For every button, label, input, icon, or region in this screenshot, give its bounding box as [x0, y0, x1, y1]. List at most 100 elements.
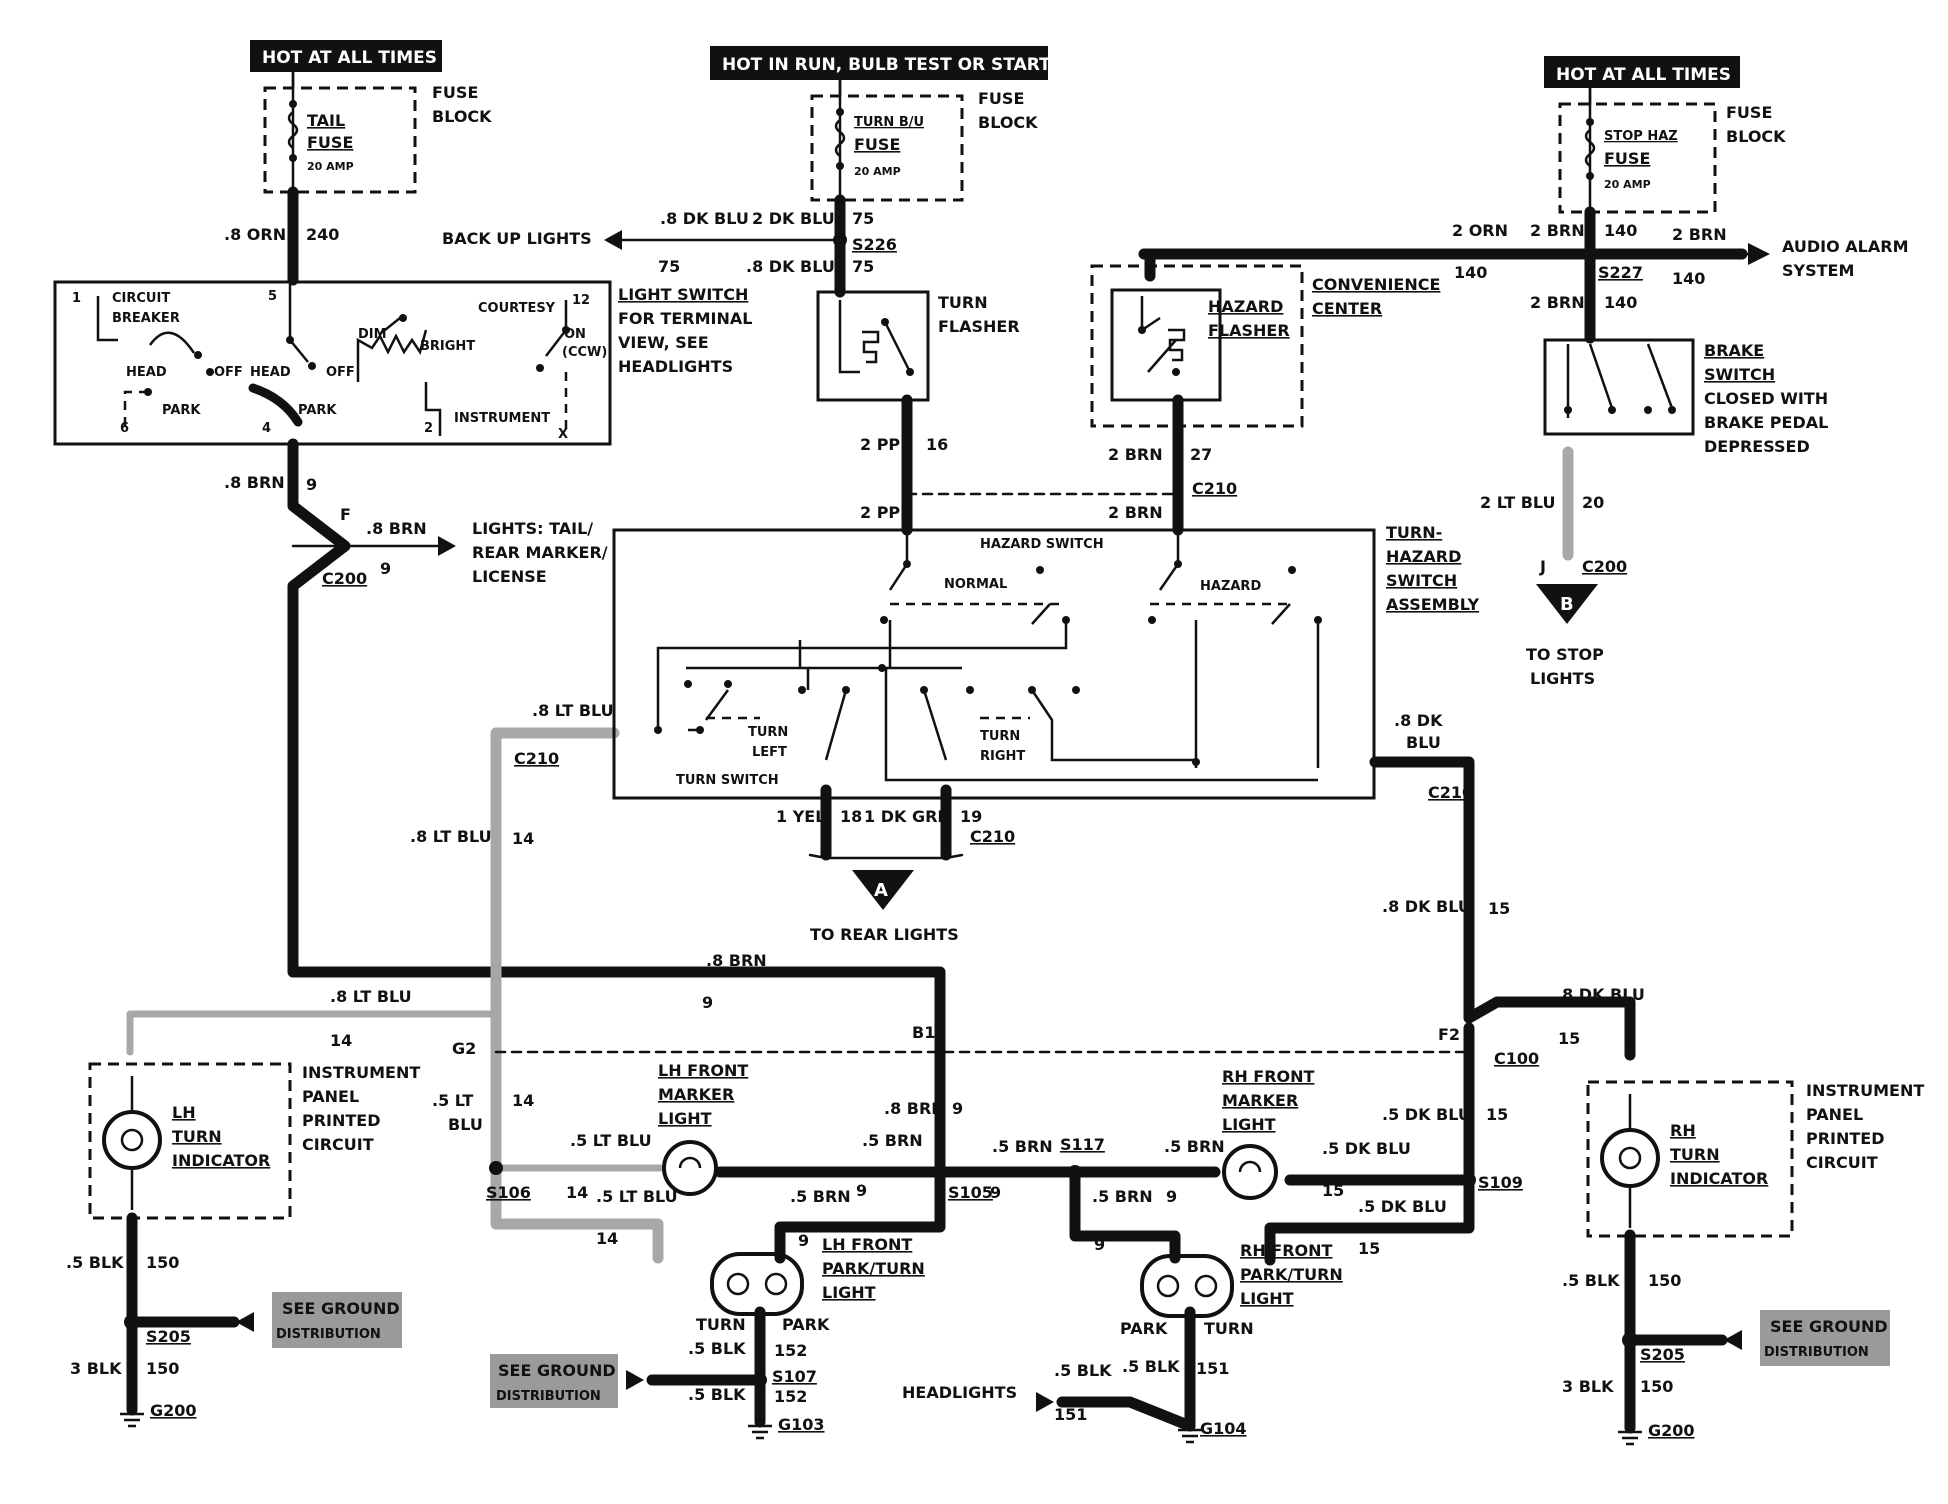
svg-text:TURN B/U: TURN B/U [854, 115, 924, 130]
svg-text:2 BRN: 2 BRN [1108, 445, 1163, 464]
svg-text:3 BLK: 3 BLK [1562, 1377, 1614, 1396]
ground-symbols [120, 1412, 1642, 1446]
svg-text:COURTESY: COURTESY [478, 301, 556, 316]
svg-text:LH: LH [172, 1103, 196, 1122]
svg-text:9: 9 [798, 1231, 809, 1250]
svg-text:.8 BRN: .8 BRN [366, 519, 427, 538]
svg-text:.8 DK BLU: .8 DK BLU [660, 209, 749, 228]
svg-text:TAIL: TAIL [307, 111, 345, 130]
svg-text:.8 BRN: .8 BRN [224, 473, 285, 492]
svg-text:HAZARD: HAZARD [1386, 547, 1461, 566]
svg-text:9: 9 [306, 475, 317, 494]
svg-text:.8 BRN: .8 BRN [706, 951, 767, 970]
svg-text:3 BLK: 3 BLK [70, 1359, 122, 1378]
svg-text:2 DK BLU: 2 DK BLU [752, 209, 835, 228]
svg-text:C210: C210 [1192, 479, 1237, 498]
svg-text:S106: S106 [486, 1183, 531, 1202]
svg-text:2 PPL: 2 PPL [860, 435, 910, 454]
svg-text:MARKER: MARKER [1222, 1091, 1298, 1110]
svg-text:14: 14 [596, 1229, 618, 1248]
svg-text:.5 LT BLU: .5 LT BLU [596, 1187, 678, 1206]
svg-text:REAR MARKER/: REAR MARKER/ [472, 543, 608, 562]
svg-text:.8 DK BLU: .8 DK BLU [1556, 985, 1645, 1004]
svg-text:G200: G200 [150, 1401, 197, 1420]
svg-text:LH FRONT: LH FRONT [822, 1235, 912, 1254]
svg-text:LIGHTS: LIGHTS [1530, 669, 1595, 688]
svg-text:14: 14 [512, 829, 534, 848]
svg-text:.5 LT: .5 LT [432, 1091, 473, 1110]
svg-text:BLOCK: BLOCK [978, 113, 1038, 132]
svg-text:G2: G2 [452, 1039, 476, 1058]
svg-text:5: 5 [268, 289, 277, 304]
svg-text:.5 BLK: .5 BLK [1122, 1357, 1180, 1376]
svg-text:BRIGHT: BRIGHT [420, 339, 475, 354]
svg-text:20: 20 [1582, 493, 1604, 512]
lh-front-marker-light: LH FRONT MARKER LIGHT [658, 1061, 748, 1196]
rh-front-marker-light: RH FRONT MARKER LIGHT [1222, 1067, 1315, 1200]
wiring-thin [291, 70, 1752, 1054]
svg-text:FUSE: FUSE [1726, 103, 1772, 122]
svg-text:TO STOP: TO STOP [1526, 645, 1604, 664]
svg-text:FUSE: FUSE [432, 83, 478, 102]
splice-dots [124, 233, 1638, 1387]
svg-text:HOT IN RUN, BULB TEST OR STAR: HOT IN RUN, BULB TEST OR START [722, 55, 1051, 75]
svg-text:ASSEMBLY: ASSEMBLY [1386, 595, 1479, 614]
turn-hazard-switch-assembly: HAZARD SWITCH NORMAL HAZARD TURN LEFT TU… [612, 523, 1479, 800]
svg-text:LIGHT: LIGHT [822, 1283, 876, 1302]
fuse-block-mid: TURN B/U FUSE 20 AMP FUSE BLOCK [810, 78, 1038, 202]
svg-text:AUDIO ALARM: AUDIO ALARM [1782, 237, 1909, 256]
svg-text:75: 75 [852, 257, 874, 276]
svg-text:PANEL: PANEL [302, 1087, 359, 1106]
svg-text:9: 9 [856, 1181, 867, 1200]
svg-text:DEPRESSED: DEPRESSED [1704, 437, 1810, 456]
svg-text:RH FRONT: RH FRONT [1222, 1067, 1315, 1086]
svg-text:1 YEL: 1 YEL [776, 807, 825, 826]
svg-text:INSTRUMENT: INSTRUMENT [302, 1063, 420, 1082]
svg-text:SEE GROUND: SEE GROUND [498, 1361, 616, 1380]
svg-text:LIGHT: LIGHT [1240, 1289, 1294, 1308]
fuse-icon [1584, 129, 1596, 167]
svg-text:OFF: OFF [326, 365, 355, 380]
svg-text:NORMAL: NORMAL [944, 577, 1007, 592]
lh-front-park-turn-light: LH FRONT PARK/TURN LIGHT [710, 1235, 925, 1316]
svg-text:DISTRIBUTION: DISTRIBUTION [496, 1389, 601, 1404]
svg-text:18: 18 [840, 807, 862, 826]
svg-text:.5 DK BLU: .5 DK BLU [1382, 1105, 1471, 1124]
svg-text:F: F [340, 505, 351, 524]
svg-text:HOT AT ALL TIMES: HOT AT ALL TIMES [1556, 65, 1731, 85]
svg-text:CIRCUIT: CIRCUIT [112, 291, 170, 306]
hot-in-run-tag: HOT IN RUN, BULB TEST OR START [710, 46, 1051, 80]
svg-text:14: 14 [566, 1183, 588, 1202]
fuse-block-right: STOP HAZ FUSE 20 AMP FUSE BLOCK [1558, 86, 1786, 214]
svg-text:PANEL: PANEL [1806, 1105, 1863, 1124]
svg-text:BLU: BLU [448, 1115, 483, 1134]
svg-text:BACK UP LIGHTS: BACK UP LIGHTS [442, 229, 592, 248]
svg-text:75: 75 [658, 257, 680, 276]
svg-text:PARK: PARK [782, 1315, 830, 1334]
svg-text:.5 BRN: .5 BRN [862, 1131, 923, 1150]
svg-text:HEADLIGHTS: HEADLIGHTS [902, 1383, 1017, 1402]
svg-text:9: 9 [990, 1183, 1001, 1202]
svg-text:B1: B1 [912, 1023, 935, 1042]
svg-text:S226: S226 [852, 235, 897, 254]
svg-text:.8 DK BLU: .8 DK BLU [1382, 897, 1471, 916]
svg-text:TURN: TURN [696, 1315, 746, 1334]
svg-text:TURN SWITCH: TURN SWITCH [676, 773, 779, 788]
svg-text:B: B [1560, 594, 1574, 615]
svg-text:9: 9 [952, 1099, 963, 1118]
svg-text:CIRCUIT: CIRCUIT [1806, 1153, 1878, 1172]
svg-text:.5 BLK: .5 BLK [1054, 1361, 1112, 1380]
svg-text:152: 152 [774, 1387, 807, 1406]
svg-text:G200: G200 [1648, 1421, 1695, 1440]
wiring-thick [126, 186, 1748, 1434]
svg-text:.8 BRN: .8 BRN [884, 1099, 945, 1118]
svg-text:.5 BLK: .5 BLK [66, 1253, 124, 1272]
svg-text:C210: C210 [1428, 783, 1473, 802]
svg-text:CENTER: CENTER [1312, 299, 1382, 318]
svg-text:LICENSE: LICENSE [472, 567, 547, 586]
svg-text:PRINTED: PRINTED [302, 1111, 381, 1130]
svg-text:S107: S107 [772, 1367, 817, 1386]
svg-text:.8 LT BLU: .8 LT BLU [330, 987, 412, 1006]
svg-text:16: 16 [926, 435, 948, 454]
svg-text:S105: S105 [948, 1183, 993, 1202]
